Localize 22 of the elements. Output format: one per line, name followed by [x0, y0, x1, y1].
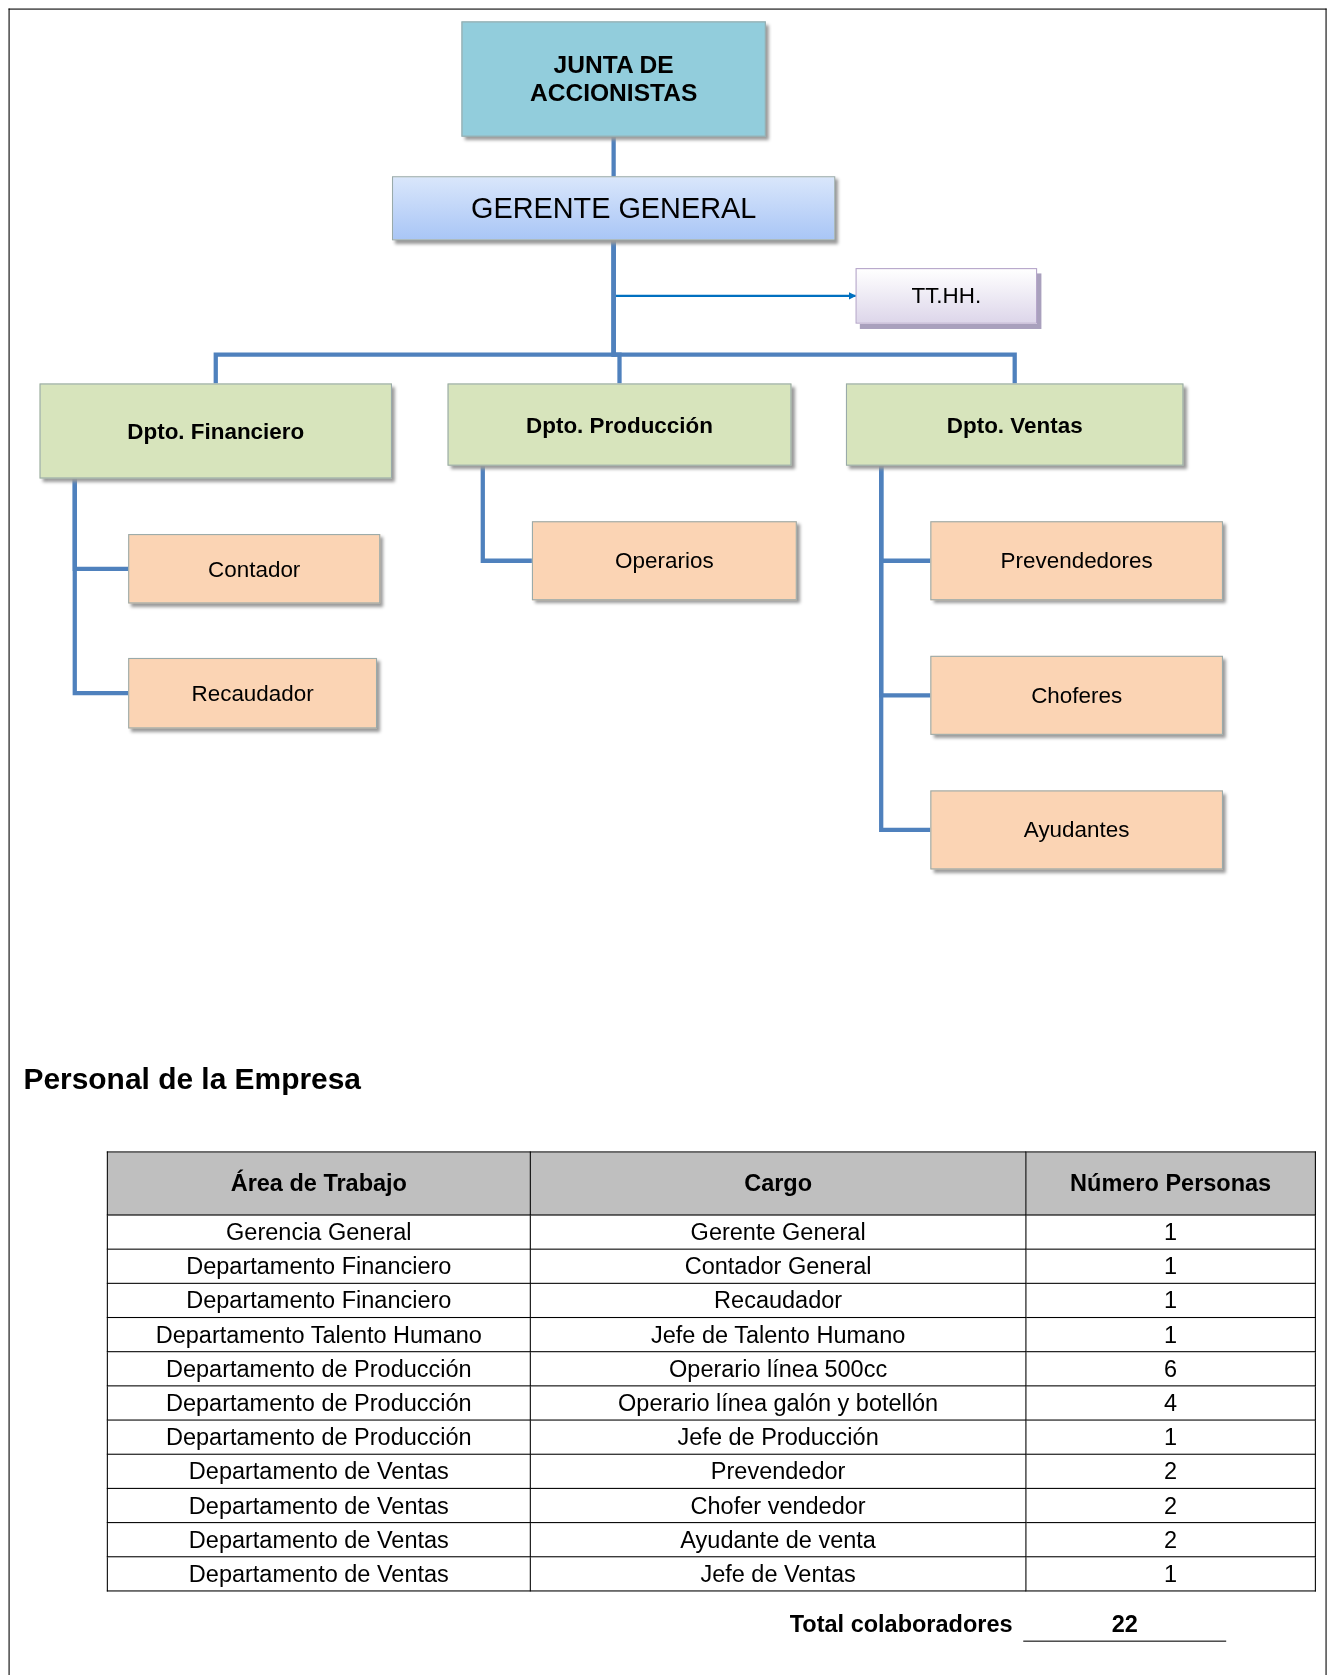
connector-line	[72, 478, 129, 696]
org-chart-box: Dpto. Ventas	[845, 383, 1184, 466]
org-chart-box: JUNTA DE ACCIONISTAS	[461, 21, 766, 137]
total-value: 22	[1023, 1608, 1227, 1642]
connector-line	[611, 240, 1017, 384]
connector-line	[480, 465, 532, 563]
org-chart-box: Dpto. Financiero	[39, 383, 392, 479]
org-chart-box: Choferes	[930, 655, 1223, 735]
connector-line	[879, 465, 931, 833]
total-label: Total colaboradores	[789, 1609, 1013, 1640]
column-header: Cargo	[530, 1151, 1026, 1215]
org-chart-box: Operarios	[531, 521, 797, 601]
column-header: Número Personas	[1025, 1151, 1316, 1215]
org-chart-box: Recaudador	[128, 657, 378, 729]
connector-line	[611, 136, 616, 177]
org-chart-box: GERENTE GENERAL	[392, 176, 836, 241]
org-chart-box: Prevendedores	[930, 521, 1223, 601]
section-heading: Personal de la Empresa	[23, 1062, 361, 1097]
org-chart-box: Dpto. Producción	[447, 383, 792, 466]
column-header: Área de Trabajo	[107, 1151, 531, 1215]
org-chart-box: Ayudantes	[930, 790, 1223, 870]
org-chart-box: Contador	[128, 534, 381, 604]
